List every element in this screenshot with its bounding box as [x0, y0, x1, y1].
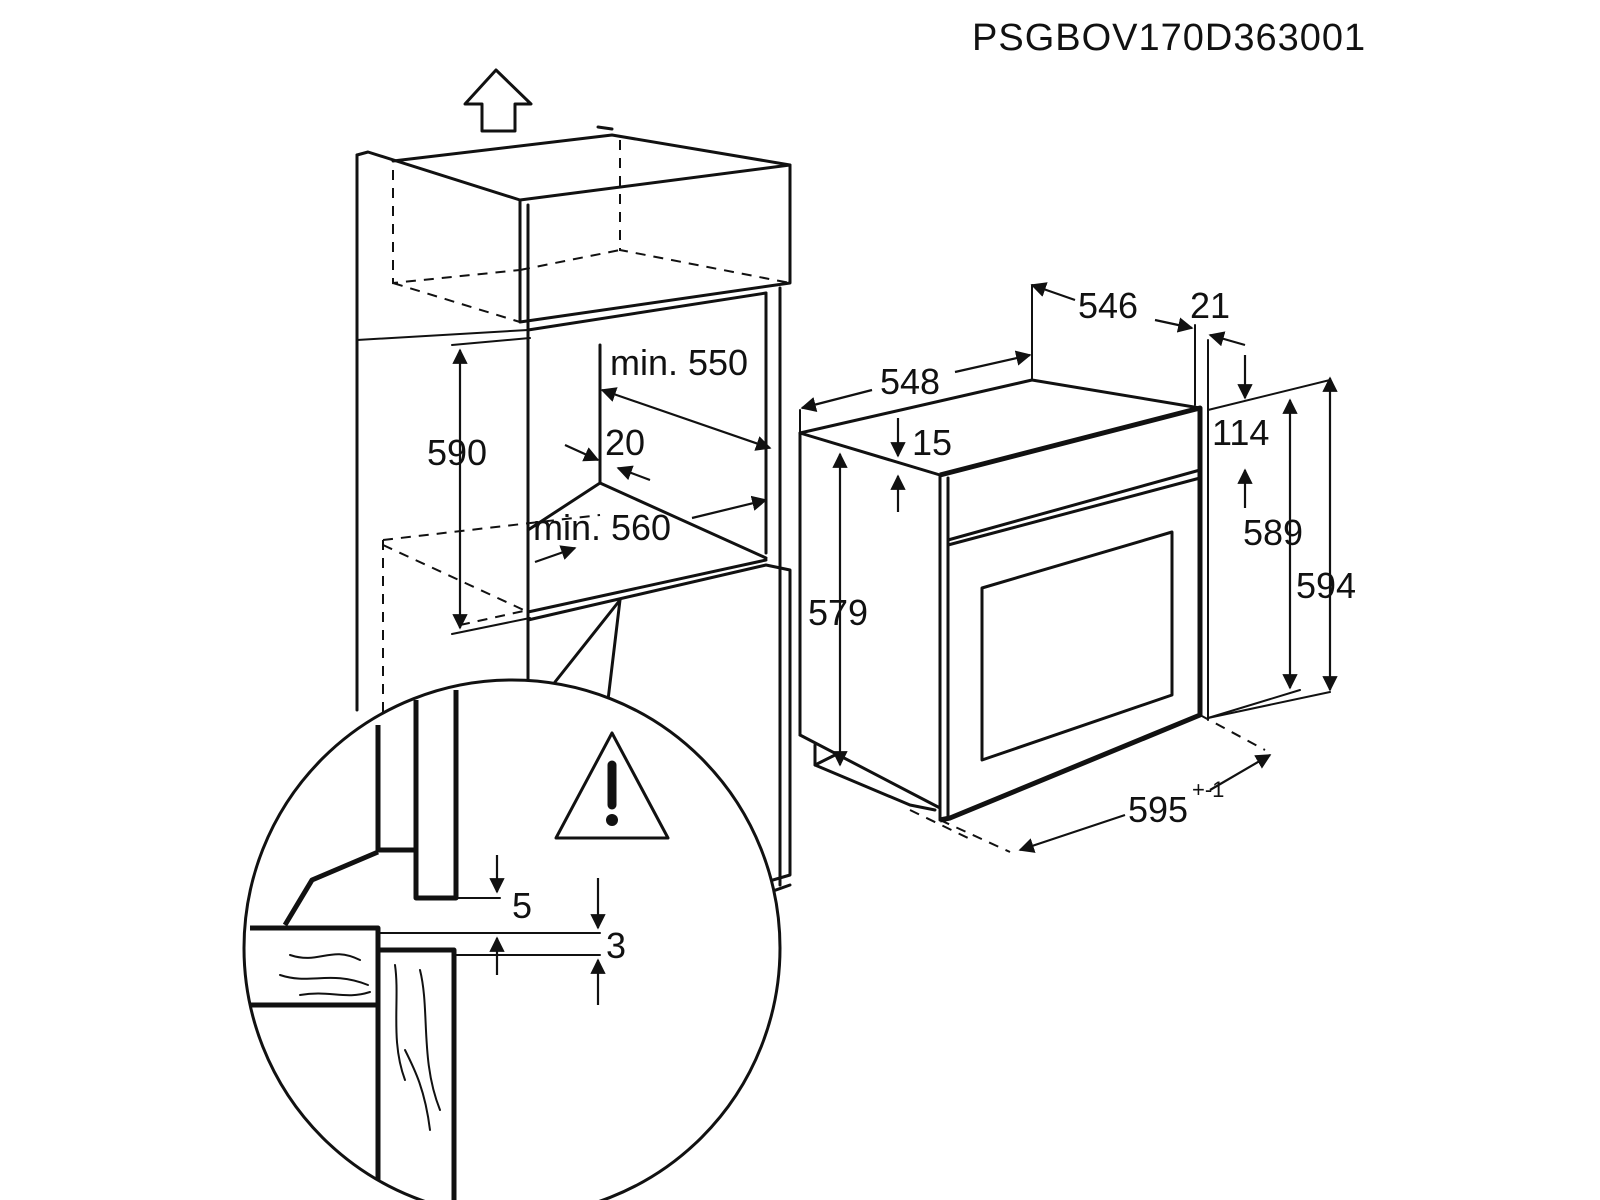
upward-arrow-icon: [463, 68, 533, 133]
label-3: 3: [606, 925, 626, 966]
label-595: 595: [1128, 789, 1188, 830]
label-114: 114: [1212, 412, 1269, 453]
label-595-tolerance: +-1: [1192, 777, 1224, 802]
label-20: 20: [605, 422, 645, 463]
model-code: PSGBOV170D363001: [972, 17, 1366, 59]
label-546: 546: [1078, 285, 1138, 326]
label-15: 15: [912, 422, 952, 463]
label-5: 5: [512, 885, 532, 926]
label-579: 579: [808, 592, 868, 633]
label-min-560: min. 560: [533, 507, 671, 548]
label-589: 589: [1243, 512, 1303, 553]
detail-magnifier: [242, 598, 782, 1200]
warning-triangle-icon: [554, 731, 670, 840]
oven-dimensions: [800, 282, 1338, 853]
label-min-550: min. 550: [610, 342, 748, 383]
oven-drawing: [798, 284, 1331, 853]
cabinet-dimensions: [451, 337, 772, 635]
label-594: 594: [1296, 565, 1356, 606]
label-21: 21: [1190, 285, 1230, 326]
label-590: 590: [427, 432, 487, 473]
label-548: 548: [880, 361, 940, 402]
